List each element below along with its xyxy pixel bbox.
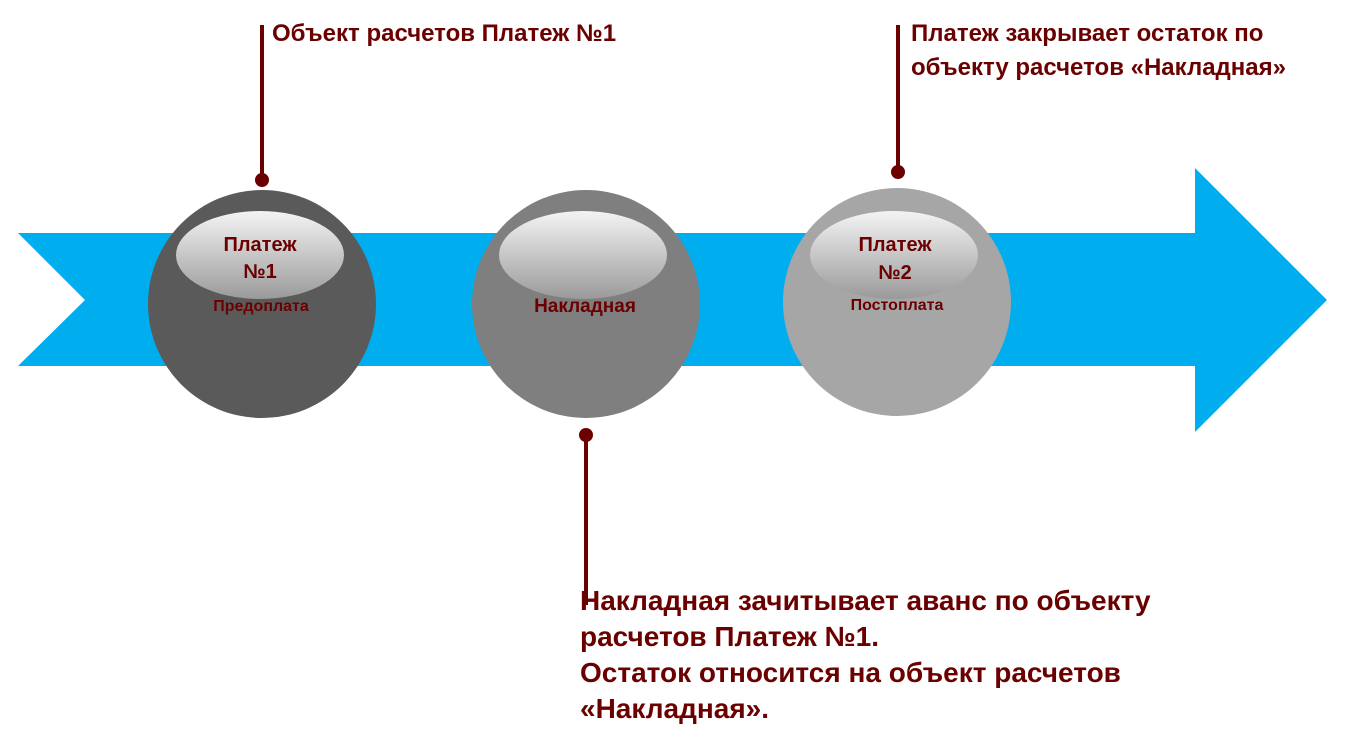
node-subtitle: Накладная — [534, 296, 636, 317]
callout-line: Объект расчетов Платеж №1 — [272, 20, 617, 47]
node-title: Платеж — [858, 234, 932, 256]
callout-line: Платеж закрывает остаток по — [911, 20, 1264, 47]
callout-line: Накладная зачитывает аванс по объекту — [580, 585, 1151, 616]
callout-line: Остаток относится на объект расчетов — [580, 657, 1121, 688]
callout-line: объекту расчетов «Накладная» — [911, 54, 1286, 81]
node-payment-2: Платеж №2 Постоплата — [783, 188, 1011, 416]
callout-text-3: Платеж закрывает остаток по объекту расч… — [911, 17, 1286, 85]
node-payment-1: Платеж №1 Предоплата — [148, 190, 376, 418]
callout-line: «Накладная». — [580, 693, 770, 724]
node-subtitle: Постоплата — [851, 297, 944, 314]
callout-text-1: Объект расчетов Платеж №1 — [272, 18, 616, 50]
node-subtitle: Предоплата — [213, 298, 309, 315]
callout-dot-1 — [255, 173, 269, 187]
node-invoice: Накладная — [472, 190, 700, 418]
callout-dot-3 — [891, 165, 905, 179]
node-number: №1 — [243, 261, 276, 283]
callout-dot-2 — [579, 428, 593, 442]
callout-line: расчетов Платеж №1. — [580, 621, 880, 652]
callout-text-2: Накладная зачитывает аванс по объекту ра… — [580, 583, 1151, 727]
node-title: Платеж — [223, 234, 297, 256]
node-number: №2 — [878, 262, 911, 284]
